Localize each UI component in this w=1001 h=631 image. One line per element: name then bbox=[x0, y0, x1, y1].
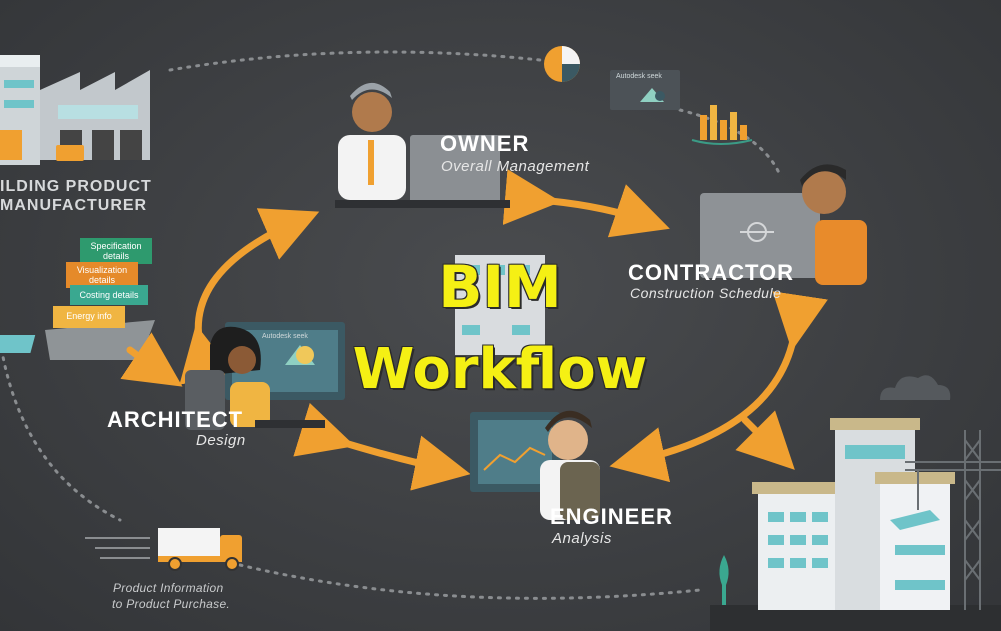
top-card-label: Autodesk seek bbox=[616, 73, 662, 80]
arrow-architect-to-owner bbox=[179, 208, 320, 385]
outer-dotted-path-bottom bbox=[238, 563, 702, 600]
truck-note-line1: Product Information bbox=[113, 581, 224, 595]
outer-dotted-path bbox=[168, 50, 542, 72]
engineer-title: ENGINEER bbox=[550, 504, 673, 529]
arrow-to-building bbox=[735, 410, 795, 470]
owner-subtitle: Overall Management bbox=[441, 158, 590, 175]
contractor-figure bbox=[700, 164, 867, 285]
architect-title: ARCHITECT bbox=[107, 407, 244, 432]
arrow-cards-to-architect bbox=[120, 332, 183, 387]
crane-icon bbox=[905, 430, 1001, 610]
owner-figure bbox=[335, 82, 510, 208]
arrow-owner-to-contractor bbox=[502, 169, 670, 238]
outer-dotted-path-right bbox=[678, 108, 782, 177]
info-card-visualization: Visualization details bbox=[66, 262, 138, 288]
outer-dotted-path-left bbox=[0, 338, 122, 522]
crane-load bbox=[890, 510, 940, 530]
contractor-title: CONTRACTOR bbox=[628, 260, 795, 285]
manufacturer-label-line2: MANUFACTURER bbox=[0, 197, 148, 214]
pie-chart-icon bbox=[544, 46, 580, 82]
title-workflow: Workflow bbox=[352, 337, 648, 402]
truck-icon bbox=[85, 528, 242, 571]
manufacturer-label-line1: ILDING PRODUCT bbox=[0, 178, 152, 195]
architect-subtitle: Design bbox=[196, 432, 246, 449]
info-card-costing: Costing details bbox=[70, 285, 148, 305]
architect-figure bbox=[185, 322, 345, 430]
top-info-card bbox=[610, 70, 680, 110]
arrow-architect-to-engineer bbox=[293, 402, 471, 491]
cloud-icon bbox=[880, 375, 951, 400]
info-tablet bbox=[0, 335, 36, 353]
contractor-subtitle: Construction Schedule bbox=[630, 285, 782, 301]
title-bim: BIM bbox=[438, 253, 562, 321]
finished-building-icon bbox=[710, 418, 1001, 631]
bar-chart-icon bbox=[691, 105, 753, 145]
engineer-subtitle: Analysis bbox=[552, 530, 612, 547]
truck-note-line2: to Product Purchase. bbox=[112, 597, 231, 611]
info-card-specification: Specification details bbox=[80, 238, 152, 264]
architect-screen-label: Autodesk seek bbox=[262, 333, 308, 340]
center-building-model bbox=[455, 255, 545, 355]
owner-title: OWNER bbox=[440, 131, 530, 156]
factory-icon bbox=[0, 55, 150, 165]
info-card-energy: Energy info bbox=[53, 306, 125, 328]
engineer-figure bbox=[470, 410, 600, 520]
